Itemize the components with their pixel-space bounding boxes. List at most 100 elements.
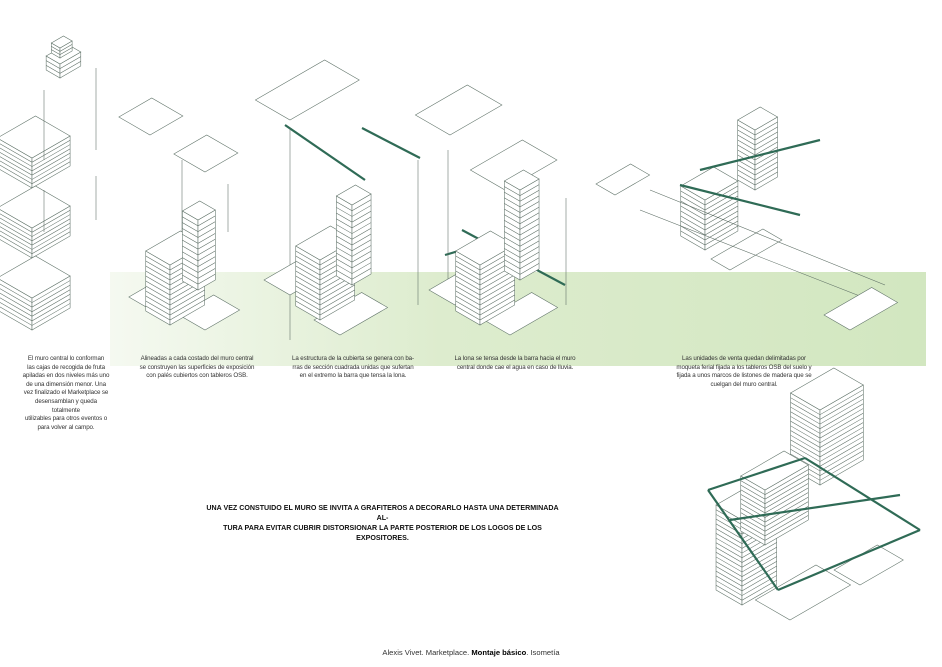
central-wall-2-top-slat bbox=[197, 233, 216, 244]
central-wall-2-slat bbox=[169, 299, 205, 321]
assembled-wall-mid-slat bbox=[740, 512, 766, 527]
assembled-wall-right-slat bbox=[819, 394, 864, 420]
central-wall-4-top-slat bbox=[504, 214, 521, 224]
crate-level-2-slat bbox=[0, 226, 33, 246]
assembled-wall-left-slat bbox=[715, 575, 743, 592]
assembled-wall-left-slat bbox=[715, 547, 743, 563]
central-wall-4-top-slat bbox=[519, 263, 540, 275]
assembled-wall-right-slat bbox=[790, 430, 821, 448]
central-wall-2-top-slat bbox=[197, 268, 216, 279]
central-wall-5-top-slat bbox=[754, 141, 778, 156]
osb-board-mid bbox=[173, 134, 239, 173]
central-wall-4-slat bbox=[455, 270, 481, 286]
crate-level-1-slat bbox=[0, 147, 33, 167]
roof-beam-3a bbox=[284, 124, 366, 181]
crate-level-1-slat bbox=[31, 144, 71, 167]
central-wall-4-slat bbox=[455, 255, 481, 271]
central-wall-5-top-slat bbox=[737, 149, 756, 161]
central-wall-4-top-slat bbox=[519, 201, 540, 213]
crate-level-2-slat bbox=[31, 210, 71, 233]
central-wall-4-slat bbox=[479, 294, 515, 316]
assembled-wall-mid-slat bbox=[764, 483, 809, 509]
central-wall-4-top-slat bbox=[504, 259, 521, 269]
central-wall-2-top-slat bbox=[182, 251, 199, 262]
crate-level-2-slat bbox=[31, 222, 71, 246]
assembled-wall-mid-top-face bbox=[740, 450, 809, 491]
assembled-wall-right-slat bbox=[790, 420, 821, 439]
assembled-wall-right-slat bbox=[790, 402, 821, 420]
crate-level-2-slat bbox=[31, 231, 71, 254]
assembled-beam-c bbox=[804, 457, 921, 531]
crate-level-1-slat bbox=[31, 148, 71, 172]
central-wall-5-top-slat bbox=[754, 171, 778, 186]
central-wall-3-top-slat bbox=[336, 264, 353, 274]
assembled-wall-mid-slat bbox=[740, 484, 766, 500]
assembled-wall-right-slat bbox=[790, 411, 821, 429]
crate-level-1-slat bbox=[0, 152, 33, 172]
central-wall-4-slat bbox=[455, 285, 481, 301]
assembled-wall-right-slat bbox=[819, 398, 864, 425]
central-wall-5-slat bbox=[704, 205, 739, 226]
central-wall-2-slat bbox=[145, 275, 171, 291]
central-wall-5-top-slat bbox=[737, 174, 756, 186]
central-wall-4-top-slat bbox=[504, 192, 521, 202]
central-wall-3-top-top-face bbox=[335, 184, 372, 206]
central-wall-2-top-slat bbox=[182, 216, 199, 227]
central-wall-4-top-slat bbox=[504, 242, 521, 253]
assembled-wall-mid-slat bbox=[764, 473, 809, 500]
assembled-wall-right-top-face bbox=[790, 367, 864, 411]
assembled-wall-left-slat bbox=[715, 523, 743, 540]
assembled-wall-left-slat bbox=[741, 565, 777, 587]
assembled-wall-right-slat bbox=[790, 406, 821, 425]
assembled-wall-left-slat bbox=[741, 570, 777, 592]
guide-dash-5 bbox=[649, 189, 886, 286]
central-wall-2-slat bbox=[145, 285, 171, 301]
central-wall-3-top-slat bbox=[351, 233, 372, 246]
central-wall-3-top-slat bbox=[336, 207, 353, 217]
crate-top-slat bbox=[46, 60, 61, 69]
crate-top-small-slat bbox=[51, 46, 61, 52]
assembled-wall-left-slat bbox=[715, 542, 743, 559]
central-wall-3-top-slat bbox=[351, 245, 372, 257]
assembled-beam-d bbox=[777, 528, 921, 592]
crate-level-1-slat bbox=[31, 157, 71, 180]
central-wall-3-top-slat bbox=[336, 241, 353, 251]
assembled-wall-mid-slat bbox=[740, 517, 766, 532]
crate-level-3-slat bbox=[31, 298, 71, 322]
central-wall-2-top-slat bbox=[182, 263, 199, 273]
central-wall-3-top-slat bbox=[336, 235, 353, 246]
central-wall-5-slat bbox=[680, 230, 706, 246]
central-wall-4-slat bbox=[479, 279, 515, 301]
central-wall-5-top-slat bbox=[737, 169, 756, 181]
assembled-wall-right-slat bbox=[819, 436, 864, 462]
assembled-wall-right-slat bbox=[790, 439, 821, 458]
canvas-top-4a bbox=[414, 84, 503, 136]
crate-level-2-slat bbox=[0, 213, 33, 233]
central-wall-2-top-slat bbox=[197, 273, 216, 285]
assembled-wall-right-slat bbox=[790, 397, 821, 415]
central-wall-4-top-top-face bbox=[503, 169, 540, 191]
crate-top-slat bbox=[59, 56, 81, 69]
central-wall-4-slat bbox=[455, 305, 481, 321]
assembled-wall-left-slat bbox=[715, 537, 743, 554]
crate-level-1-slat bbox=[0, 156, 33, 176]
assembled-wall-right-slat bbox=[790, 425, 821, 444]
roof-beam-3b bbox=[361, 127, 421, 159]
central-wall-4-top-slat bbox=[519, 246, 540, 258]
central-wall-3-slat bbox=[319, 284, 355, 306]
assembled-wall-mid-slat bbox=[740, 521, 766, 537]
caption-step-5: Las unidades de venta quedan delimitadas… bbox=[676, 355, 812, 388]
assembled-wall-left-slat bbox=[715, 533, 743, 549]
assembled-wall-right-slat bbox=[819, 417, 864, 444]
central-wall-2-top-slat bbox=[197, 244, 216, 256]
crate-level-3-slat bbox=[0, 288, 33, 308]
crate-level-3-slat bbox=[31, 280, 71, 303]
central-wall-4-slat bbox=[455, 280, 481, 296]
crate-level-3-slat bbox=[0, 306, 33, 326]
central-wall-4-top-slat bbox=[504, 265, 521, 275]
roof-frame-3 bbox=[254, 59, 360, 121]
assembled-wall-left-slat bbox=[715, 561, 743, 577]
assembled-wall-right-slat bbox=[819, 412, 864, 439]
